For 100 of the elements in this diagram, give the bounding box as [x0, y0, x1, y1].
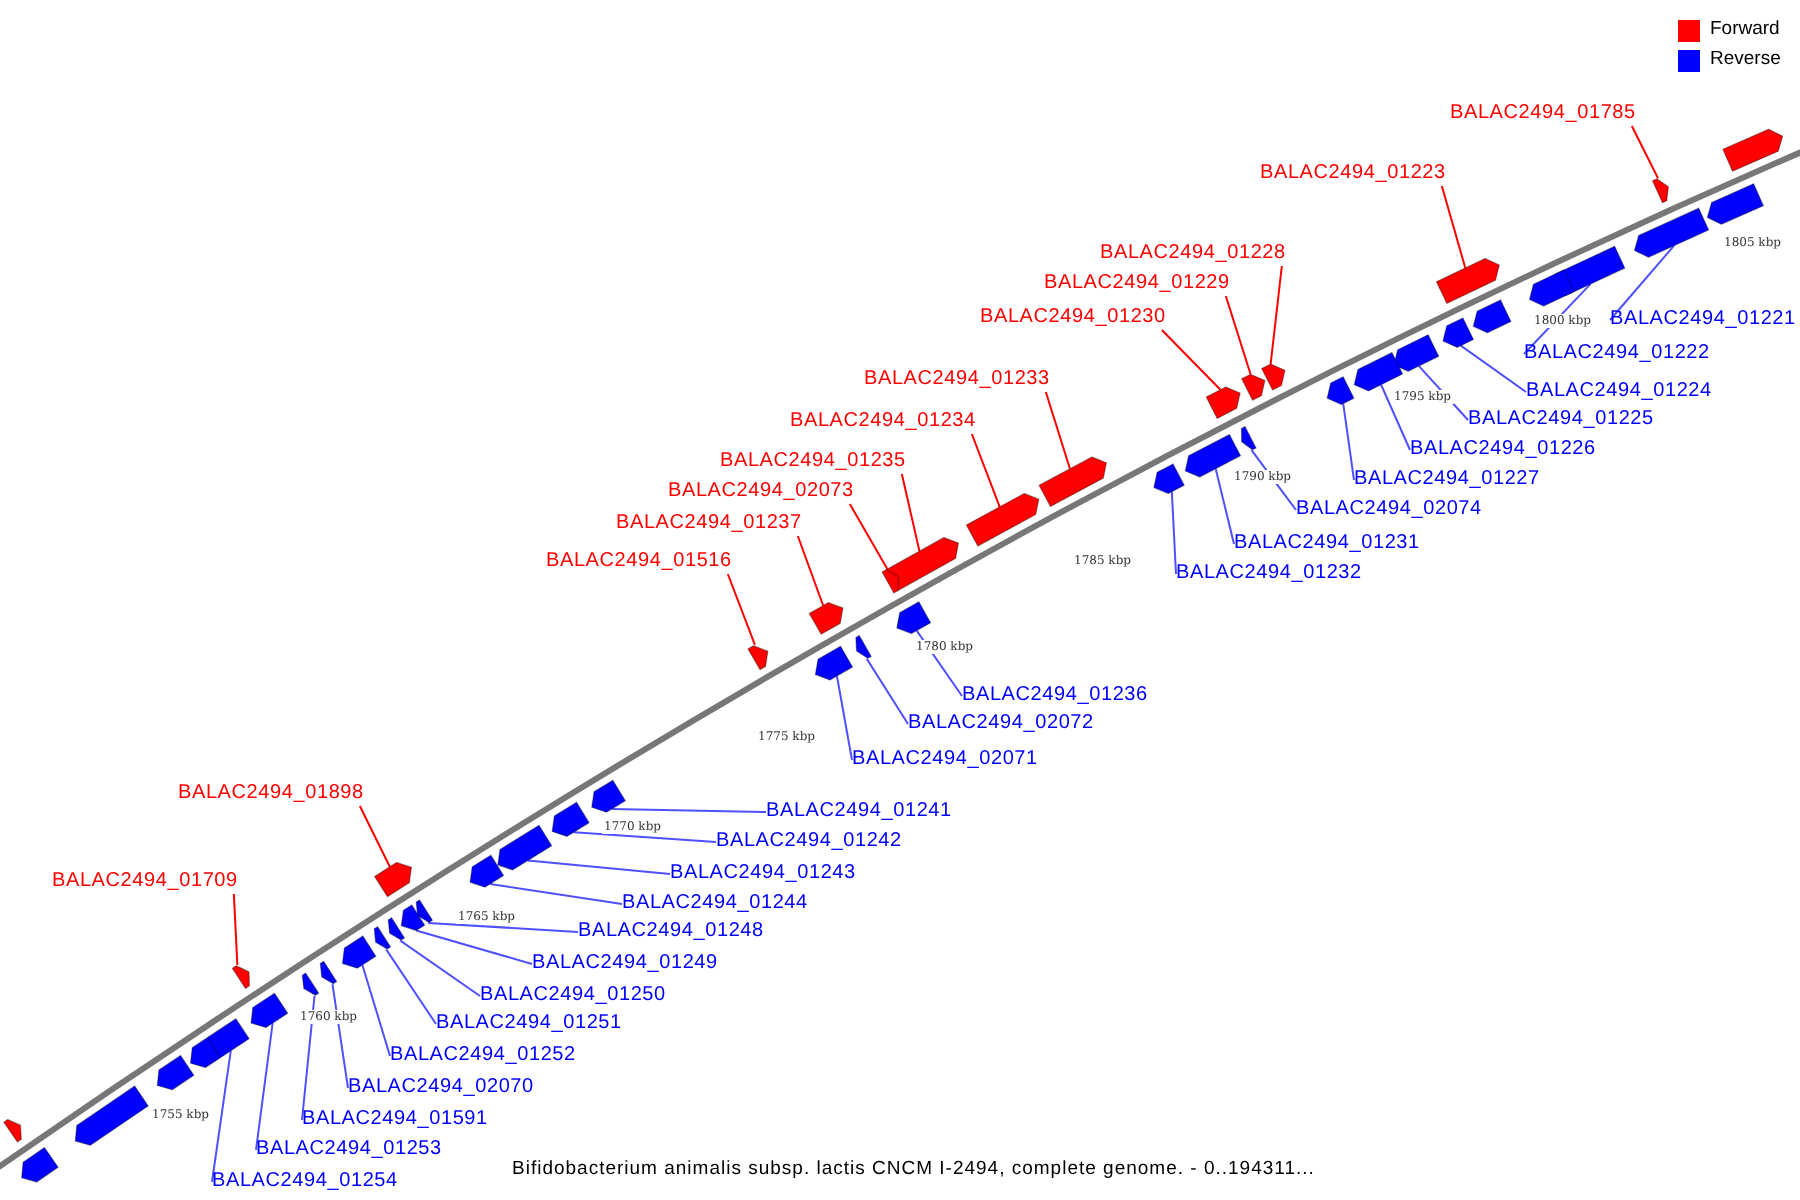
reverse-gene-block — [1326, 375, 1355, 406]
gene-label: BALAC2494_02074 — [1296, 498, 1482, 522]
reverse-gene-block — [896, 601, 932, 635]
gene-label: BALAC2494_01233 — [864, 368, 1050, 392]
gene-label: BALAC2494_01234 — [790, 410, 976, 434]
gene-label: BALAC2494_01244 — [622, 892, 808, 916]
reverse-gene-block — [551, 801, 590, 838]
leader-line — [255, 1022, 274, 1151]
gene-label: BALAC2494_01591 — [302, 1108, 488, 1132]
leader-line — [415, 929, 533, 965]
leader-line — [1170, 490, 1177, 575]
leader-line — [1630, 125, 1659, 180]
forward-gene-block — [1651, 178, 1670, 204]
gene-label: BALAC2494_01237 — [616, 512, 802, 536]
leader-line — [211, 1049, 232, 1183]
leader-line — [1160, 329, 1222, 391]
gene-label: BALAC2494_01221 — [1610, 308, 1796, 332]
gene-label: BALAC2494_01230 — [980, 306, 1166, 330]
reverse-gene-block — [469, 854, 505, 888]
gene-label: BALAC2494_01236 — [962, 684, 1148, 708]
reverse-gene-block — [415, 899, 434, 924]
gene-label: BALAC2494_01227 — [1354, 468, 1540, 492]
gene-label: BALAC2494_02072 — [908, 712, 1094, 736]
gene-label: BALAC2494_01229 — [1044, 272, 1230, 296]
gene-label: BALAC2494_01785 — [1450, 102, 1636, 126]
forward-gene-block — [1435, 257, 1501, 305]
leader-line — [572, 831, 717, 843]
reverse-gene-block — [1633, 207, 1710, 258]
gene-label: BALAC2494_02071 — [852, 748, 1038, 772]
reverse-gene-block — [1528, 269, 1576, 307]
legend-label: Forward — [1710, 18, 1780, 40]
gene-label: BALAC2494_01251 — [436, 1012, 622, 1036]
reverse-gene-block — [189, 1036, 222, 1069]
reverse-gene-block — [1442, 317, 1475, 349]
leader-line — [301, 994, 316, 1121]
gene-label: BALAC2494_01235 — [720, 450, 906, 474]
leader-line — [796, 535, 825, 607]
leader-line — [726, 573, 756, 646]
gene-label: BALAC2494_01243 — [670, 862, 856, 886]
leader-line — [1459, 344, 1527, 393]
reverse-gene-block — [591, 779, 627, 813]
gene-label: BALAC2494_02073 — [668, 480, 854, 504]
reverse-gene-block — [855, 634, 872, 660]
leader-line — [385, 948, 437, 1025]
reverse-gene-block — [1706, 182, 1765, 226]
forward-gene-block — [1722, 128, 1784, 172]
forward-gene-block — [747, 645, 769, 671]
forward-gene-block — [1240, 373, 1266, 402]
gene-label: BALAC2494_01224 — [1526, 380, 1712, 404]
reverse-gene-block — [250, 992, 289, 1029]
reverse-gene-block — [400, 904, 426, 932]
leader-line — [1609, 244, 1676, 321]
forward-gene-block — [808, 601, 844, 636]
forward-gene-block — [2, 1118, 22, 1143]
gene-label: BALAC2494_01228 — [1100, 242, 1286, 266]
leader-line — [1224, 295, 1252, 376]
reverse-gene-block — [1353, 351, 1404, 392]
reverse-gene-block — [21, 1146, 59, 1183]
leader-line — [610, 808, 767, 813]
reverse-gene-block — [1240, 425, 1257, 451]
reverse-gene-block — [301, 972, 320, 997]
forward-gene-block — [885, 536, 960, 592]
gene-label: BALAC2494_01248 — [578, 920, 764, 944]
forward-gene-block — [1038, 456, 1108, 508]
reverse-gene-block — [373, 925, 392, 950]
gene-label: BALAC2494_02070 — [348, 1076, 534, 1100]
forward-gene-block — [1260, 363, 1286, 391]
leader-line — [1440, 185, 1467, 269]
gene-label: BALAC2494_01250 — [480, 984, 666, 1008]
leader-line — [526, 859, 671, 875]
gene-label: BALAC2494_01231 — [1234, 532, 1420, 556]
leader-line — [1214, 467, 1235, 545]
leader-line — [427, 921, 579, 933]
reverse-gene-block — [74, 1085, 150, 1146]
leader-line — [489, 883, 623, 905]
forward-gene-block — [1205, 386, 1241, 420]
forward-gene-block — [231, 965, 251, 990]
gene-label: BALAC2494_01252 — [390, 1044, 576, 1068]
leader-line — [970, 433, 1001, 508]
legend-label: Reverse — [1710, 48, 1781, 70]
gene-label: BALAC2494_01223 — [1260, 162, 1446, 186]
reverse-gene-block — [156, 1054, 195, 1091]
reverse-gene-block — [1472, 299, 1512, 334]
gene-label: BALAC2494_01254 — [212, 1170, 398, 1194]
gene-label: BALAC2494_01709 — [52, 870, 238, 894]
gene-label: BALAC2494_01241 — [766, 800, 952, 824]
caption: Bifidobacterium animalis subsp. lactis CNCM I-2494, complete genome. - 0..194311... — [512, 1158, 1315, 1180]
leader-line — [1380, 383, 1411, 451]
reverse-gene-block — [814, 645, 854, 681]
reverse-gene-block — [319, 960, 338, 985]
leader-line — [835, 675, 853, 761]
gene-label: BALAC2494_01226 — [1410, 438, 1596, 462]
leader-line — [1342, 402, 1355, 481]
leader-line — [232, 893, 239, 967]
leader-line — [865, 657, 909, 725]
gene-label: BALAC2494_01242 — [716, 830, 902, 854]
gene-label: BALAC2494_01898 — [178, 782, 364, 806]
leader-line — [358, 805, 391, 868]
reverse-gene-block — [387, 916, 406, 941]
leader-line — [1044, 391, 1071, 470]
